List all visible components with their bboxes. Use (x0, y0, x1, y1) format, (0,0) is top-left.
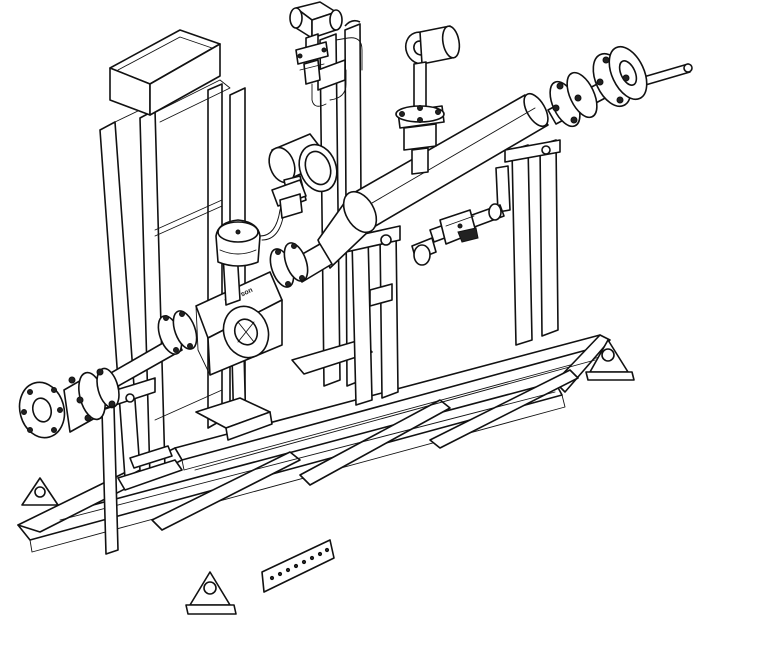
middle-pipe-support (345, 225, 401, 406)
sample-valve (411, 165, 511, 266)
lifting-lug-rear-left (21, 477, 59, 506)
flow-transmitter (268, 133, 338, 219)
inlet-flange-assembly (18, 367, 120, 439)
right-pipe-support (504, 139, 561, 346)
meter-upper-pipe (215, 189, 291, 306)
earthing-bar (261, 539, 335, 593)
meter-inlet-flange (157, 310, 198, 355)
meter-outlet-flange (269, 242, 309, 288)
lifting-lug-front-left (185, 571, 237, 615)
lifting-lug-rear-right (585, 339, 635, 381)
meter-support-column (195, 351, 273, 441)
left-support-stand (99, 83, 246, 491)
instrument-tubing (299, 37, 363, 101)
temperature-transmitter (395, 25, 461, 175)
base-frame (17, 334, 611, 553)
coriolis-flow-meter: Emerson (195, 271, 283, 376)
pressure-transmitter (289, 1, 343, 107)
junction-box (109, 29, 231, 123)
outlet-flange-assembly (549, 45, 648, 128)
